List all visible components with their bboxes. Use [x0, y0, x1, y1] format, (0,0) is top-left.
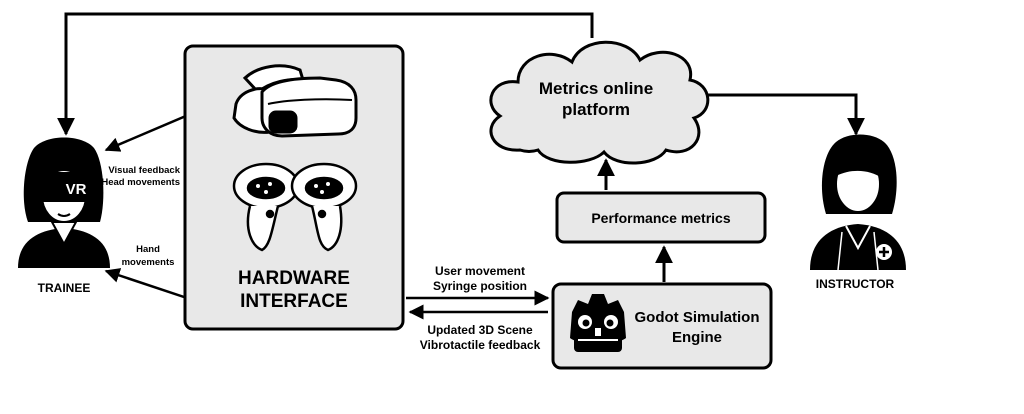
- godot-engine-node: Godot Simulation Engine: [551, 282, 773, 370]
- instructor-person-icon: [810, 134, 906, 271]
- edge-label-syringe-position: Syringe position: [433, 279, 527, 293]
- trainee-vr-badge: VR: [66, 181, 87, 198]
- metrics-platform-label-line1: Metrics online: [539, 79, 653, 98]
- trainee-node: VR TRAINEE: [18, 137, 110, 295]
- instructor-label: INSTRUCTOR: [816, 277, 895, 291]
- edge-label-hand: Hand: [136, 244, 160, 255]
- cloud-to-instructor-arrow: [698, 93, 865, 136]
- trainee-vr-person-icon: VR: [18, 137, 110, 268]
- vr-headset-icon: [232, 64, 358, 138]
- edge-label-updated-scene: Updated 3D Scene: [427, 323, 533, 337]
- hardware-label-line1: HARDWARE: [238, 268, 350, 289]
- cloud-to-trainee-arrow: [57, 12, 594, 136]
- performance-metrics-node: Performance metrics: [555, 191, 767, 244]
- hand-controllers-icon: [232, 162, 358, 252]
- godot-label-line2: Engine: [672, 329, 722, 346]
- godot-label-line1: Godot Simulation: [635, 309, 760, 326]
- edge-label-head-movements: Head movements: [101, 177, 180, 188]
- edge-label-user-movement: User movement: [435, 264, 525, 278]
- edge-label-visual-feedback: Visual feedback: [108, 165, 180, 176]
- godot-logo-icon: [570, 294, 626, 352]
- edge-label-vibrotactile: Vibrotactile feedback: [420, 338, 541, 352]
- edge-label-movements: movements: [122, 257, 175, 268]
- performance-metrics-label: Performance metrics: [591, 210, 731, 226]
- metrics-platform-label-line2: platform: [562, 100, 630, 119]
- hardware-interface-node: HARDWARE INTERFACE: [183, 44, 405, 331]
- instructor-node: INSTRUCTOR: [810, 134, 906, 291]
- hardware-label-line2: INTERFACE: [240, 291, 348, 312]
- trainee-label: TRAINEE: [38, 281, 91, 295]
- metrics-platform-node: Metrics online platform: [489, 40, 710, 165]
